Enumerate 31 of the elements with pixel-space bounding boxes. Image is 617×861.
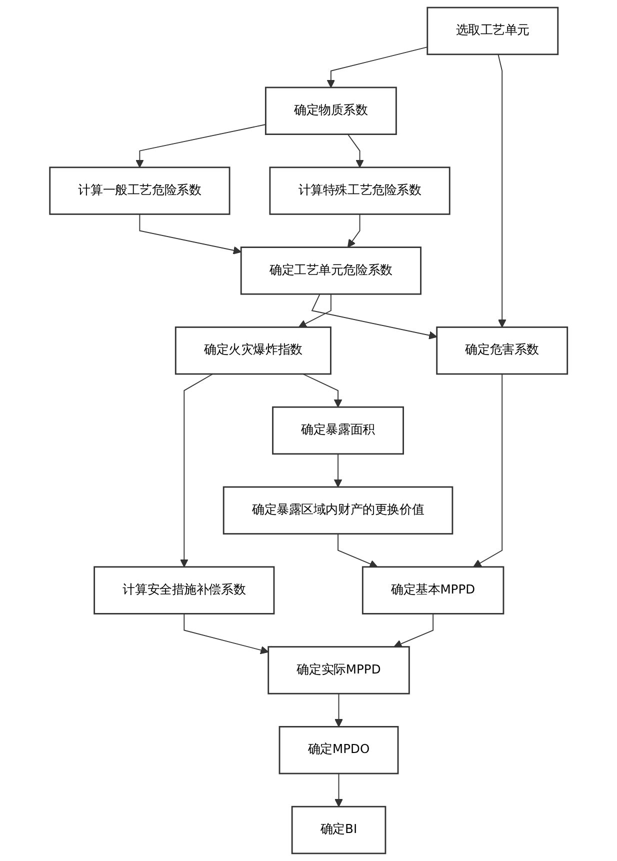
node-box: 确定物质系数: [264, 86, 397, 135]
arrow: [473, 374, 502, 568]
arrow: [334, 773, 343, 807]
arrow: [139, 214, 242, 254]
node-box: 确定火灾爆炸指数: [174, 326, 332, 375]
node-box: 计算安全措施补偿系数: [94, 566, 275, 614]
arrow: [334, 453, 342, 488]
node-box: 确定基本MPPD: [362, 566, 504, 614]
node-box: 计算特殊工艺危险系数: [269, 166, 450, 215]
arrow: [298, 294, 332, 328]
node-box: 确定工艺单元危险系数: [240, 246, 422, 295]
node-box: 计算一般工艺危险系数: [49, 166, 230, 215]
arrow: [347, 134, 364, 168]
node-box: 确定暴露区域内财产的更换价值: [222, 486, 454, 535]
arrow: [347, 214, 360, 248]
arrow: [302, 374, 342, 408]
arrow: [498, 54, 506, 328]
arrow: [334, 693, 343, 728]
node-box: 确定BI: [291, 806, 386, 854]
node-box: 选取工艺单元: [426, 6, 558, 56]
arrow: [184, 613, 269, 654]
arrow: [394, 613, 434, 648]
node-box: 确定实际MPPD: [268, 646, 410, 694]
node-box: 确定危害系数: [436, 326, 568, 375]
arrow: [135, 124, 266, 168]
arrow: [326, 46, 428, 88]
node-box: 确定暴露面积: [272, 406, 404, 455]
arrow: [311, 294, 438, 340]
arrow: [337, 533, 378, 568]
node-box: 确定MPDO: [278, 726, 399, 774]
arrow: [180, 374, 214, 568]
